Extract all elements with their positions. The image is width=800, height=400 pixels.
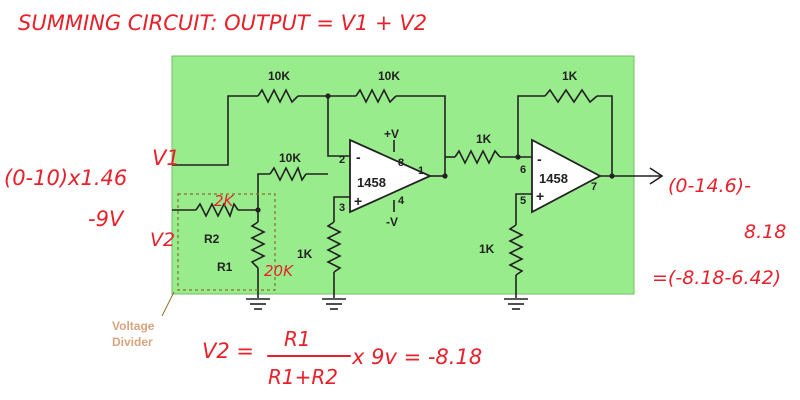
label-r-gnd-2: 1K bbox=[479, 242, 495, 256]
opamp-2-name: 1458 bbox=[539, 171, 568, 186]
opamp-2-minus-sign: - bbox=[537, 151, 542, 167]
formula-lhs: V2 = bbox=[202, 339, 254, 363]
opamp-1-supply-neg: -V bbox=[386, 215, 398, 229]
opamp-1-supply-pos: +V bbox=[384, 127, 399, 141]
annotation-output-minus: 8.18 bbox=[744, 221, 786, 243]
resistor-ground-1 bbox=[326, 221, 342, 273]
opamp-1-pin-noninv: 3 bbox=[339, 202, 345, 214]
resistor-ground-2 bbox=[508, 224, 524, 276]
label-r-input-2: 10K bbox=[279, 151, 301, 165]
resistor-r1 bbox=[250, 221, 266, 269]
annotation-r2-value: 2K bbox=[214, 192, 235, 210]
resistor-input-2 bbox=[269, 165, 307, 182]
annotation-r1-value: 20K bbox=[264, 262, 294, 280]
label-r2: R2 bbox=[204, 232, 220, 246]
opamp-1-pin-vminus: 4 bbox=[398, 195, 405, 207]
voltage-divider-leader bbox=[161, 291, 175, 317]
label-r-top-right: 1K bbox=[562, 69, 578, 83]
opamp-2-pin-noninv: 5 bbox=[520, 195, 526, 207]
title-annotation: SUMMING CIRCUIT: OUTPUT = V1 + V2 bbox=[18, 11, 427, 35]
resistor-top-mid bbox=[355, 88, 397, 104]
opamp-1-pin-inv: 2 bbox=[339, 154, 345, 166]
annotation-v1: V1 bbox=[152, 146, 180, 170]
junction-dots bbox=[255, 93, 615, 213]
annotation-output-range: (0-14.6)- bbox=[668, 175, 751, 197]
label-r1: R1 bbox=[217, 260, 233, 274]
resistor-top-left bbox=[257, 88, 299, 104]
annotation-v1-input: (0-10)x1.46 bbox=[4, 166, 127, 190]
label-r-gnd-1: 1K bbox=[297, 247, 313, 261]
label-r-between: 1K bbox=[476, 132, 492, 146]
opamp-2-pin-out: 7 bbox=[591, 181, 597, 193]
opamp-1-pin-out: 1 bbox=[418, 165, 424, 177]
formula-numerator: R1 bbox=[284, 327, 311, 351]
resistor-between-stages bbox=[454, 149, 501, 165]
voltage-divider-label-line2: Divider bbox=[112, 335, 153, 349]
formula-rhs: x 9v = -8.18 bbox=[351, 345, 482, 369]
label-r-top-left: 10K bbox=[268, 69, 290, 83]
annotation-v2-input: -9V bbox=[88, 207, 125, 231]
opamp-1-plus-sign: + bbox=[354, 193, 362, 209]
opamp-2 bbox=[531, 138, 602, 214]
opamp-1 bbox=[349, 138, 433, 214]
voltage-divider-label-line1: Voltage bbox=[112, 319, 155, 333]
label-r-top-mid: 10K bbox=[378, 69, 400, 83]
opamp-1-name: 1458 bbox=[357, 175, 386, 190]
resistor-top-right bbox=[544, 88, 598, 104]
ground-icon bbox=[246, 298, 528, 310]
opamp-2-plus-sign: + bbox=[536, 188, 544, 204]
opamp-1-minus-sign: - bbox=[356, 149, 361, 165]
annotation-v2: V2 bbox=[150, 229, 175, 251]
annotation-output-result: =(-8.18-6.42) bbox=[652, 267, 781, 289]
formula-denominator: R1+R2 bbox=[268, 365, 338, 389]
opamp-1-pin-vplus: 8 bbox=[398, 157, 404, 169]
voltage-divider-box bbox=[177, 193, 276, 291]
opamp-2-pin-inv: 6 bbox=[520, 164, 526, 176]
resistor-r2 bbox=[195, 202, 239, 219]
